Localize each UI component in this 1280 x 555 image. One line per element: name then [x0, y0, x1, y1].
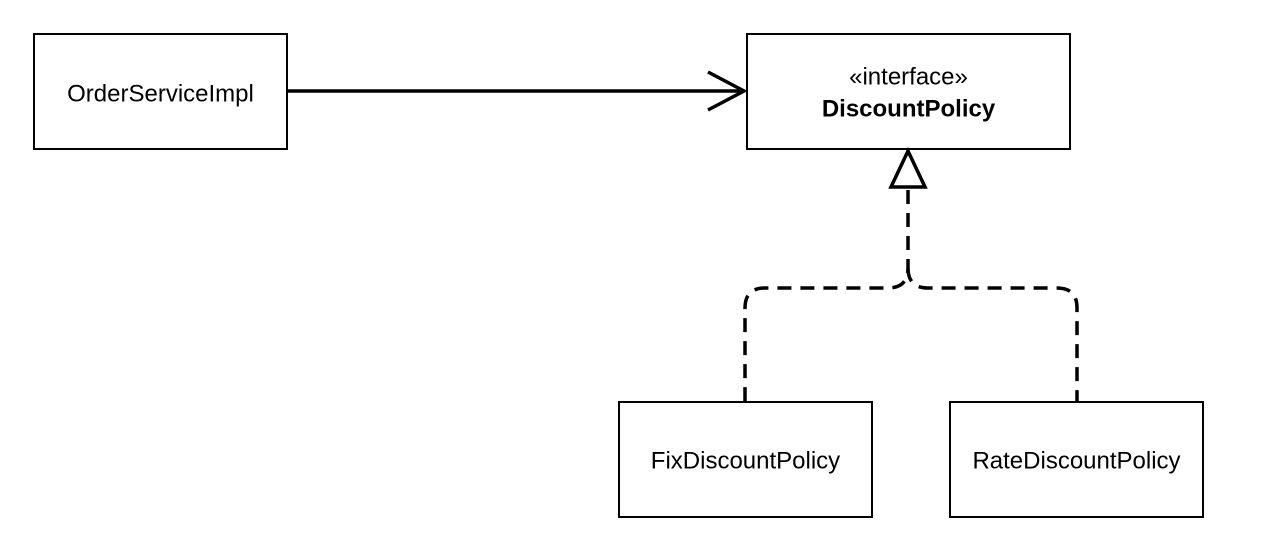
node-discount-policy-label: DiscountPolicy — [822, 95, 996, 122]
edge-rate-to-discount-policy — [906, 267, 1079, 402]
node-discount-policy[interactable]: «interface» DiscountPolicy — [746, 33, 1071, 150]
node-discount-policy-stereotype: «interface» — [849, 63, 968, 90]
node-discount-policy-box — [746, 33, 1071, 150]
hollow-triangle-arrow-icon — [888, 146, 928, 189]
node-rate-discount-policy[interactable]: RateDiscountPolicy — [949, 401, 1204, 518]
node-fix-discount-policy-box — [618, 401, 873, 518]
node-fix-discount-policy-label: FixDiscountPolicy — [651, 447, 840, 474]
open-arrow-head-icon — [707, 70, 748, 112]
edge-order-service-to-discount-policy — [287, 70, 748, 112]
node-fix-discount-policy[interactable]: FixDiscountPolicy — [618, 401, 873, 518]
node-order-service-impl-label: OrderServiceImpl — [67, 80, 254, 107]
node-order-service-impl-box — [33, 33, 288, 150]
node-order-service-impl[interactable]: OrderServiceImpl — [33, 33, 288, 150]
edge-realization-group — [743, 146, 1079, 402]
edge-fix-to-discount-policy — [743, 190, 910, 402]
node-rate-discount-policy-label: RateDiscountPolicy — [972, 447, 1180, 474]
